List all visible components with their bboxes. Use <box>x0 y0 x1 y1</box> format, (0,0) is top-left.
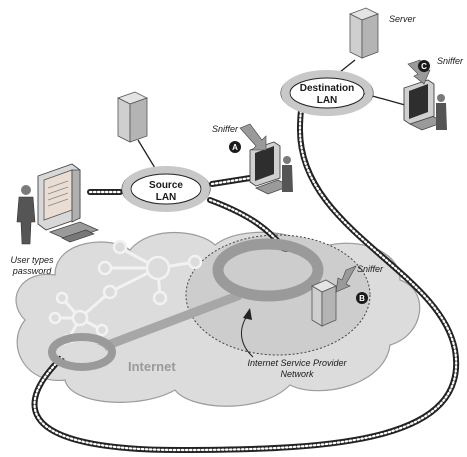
cloud-node <box>112 239 128 255</box>
badge-a: A <box>229 141 241 153</box>
destination-lan-label-line1: Destination <box>300 83 354 94</box>
isp-label-line1: Internet Service Provider <box>247 358 347 368</box>
cloud-node <box>145 255 171 281</box>
ring-isp <box>212 238 324 302</box>
sniffer-a-label: Sniffer <box>212 124 239 134</box>
cloud-node <box>152 290 168 306</box>
sniffer-c-workstation-icon <box>403 79 447 131</box>
cloud-node <box>95 323 109 337</box>
cloud-node <box>102 284 118 300</box>
cloud-nodes <box>48 239 203 347</box>
cloud-node <box>48 311 62 325</box>
sniffer-c-label: Sniffer <box>437 56 464 66</box>
internet-backbone <box>93 290 242 355</box>
destination-lan-label-line2: LAN <box>317 95 338 106</box>
user-label-line1: User types <box>10 255 54 265</box>
cloud-node <box>187 254 203 270</box>
user-workstation-icon <box>37 163 100 243</box>
badge-b: B <box>356 292 368 304</box>
ring-internet <box>48 333 116 371</box>
cloud-node <box>71 309 89 327</box>
isp-label-line2: Network <box>280 369 314 379</box>
user-label-line2: password <box>12 266 53 276</box>
badge-c: C <box>418 60 430 72</box>
sniffer-a-workstation-icon <box>249 141 293 195</box>
isp-pointer <box>241 308 254 358</box>
badge-a-label: A <box>232 143 238 152</box>
dotted-links <box>31 89 460 454</box>
source-lan-label-line1: Source <box>149 180 183 191</box>
sniffer-a-arrow-icon <box>239 123 267 151</box>
sniffer-b-label: Sniffer <box>357 264 384 274</box>
server-label: Server <box>389 14 417 24</box>
user-person-icon <box>16 185 36 245</box>
badge-b-label: B <box>359 294 365 303</box>
internet-label: Internet <box>128 359 176 374</box>
server-source-icon <box>116 91 149 143</box>
server-isp-icon <box>311 279 337 327</box>
ring-source-lan <box>121 166 211 212</box>
sniffer-b-arrow-icon <box>335 265 357 293</box>
badge-c-label: C <box>421 62 427 71</box>
cloud-node <box>55 291 69 305</box>
ring-destination-lan <box>280 70 374 116</box>
source-lan-label-line2: LAN <box>156 192 177 203</box>
server-destination-icon <box>349 7 379 59</box>
cloud-node <box>97 260 113 276</box>
